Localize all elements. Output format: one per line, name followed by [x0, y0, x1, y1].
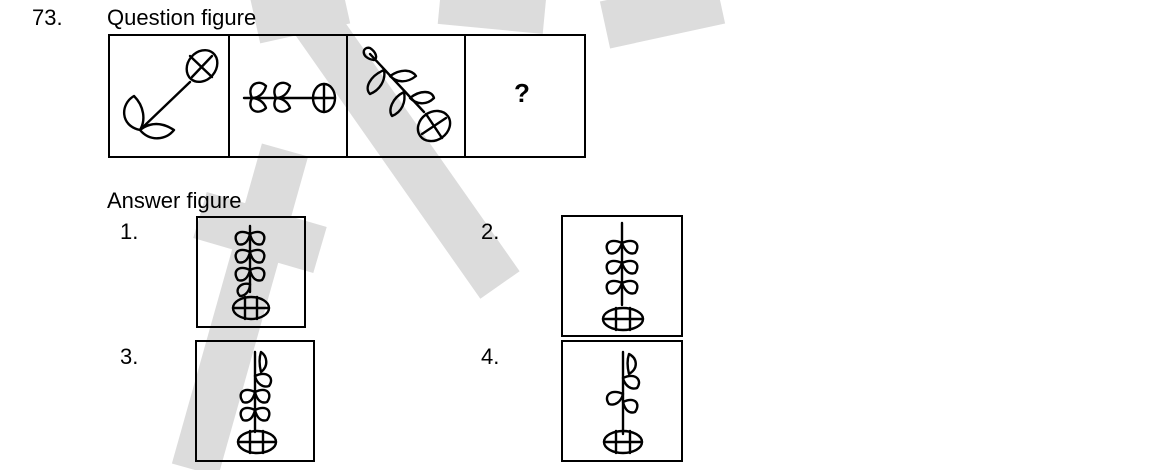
answer-option-2[interactable] — [561, 215, 683, 337]
option-label-3: 3. — [120, 344, 139, 369]
answer-option-3[interactable] — [195, 340, 315, 462]
flower-stem-figure — [242, 81, 337, 114]
question-panel-1 — [108, 34, 230, 158]
question-number: 73. — [32, 5, 63, 30]
option-label-1: 1. — [120, 219, 139, 244]
option-label-2: 2. — [481, 219, 500, 244]
flower-stem-figure — [601, 221, 645, 332]
option-label-4: 4. — [481, 344, 500, 369]
flower-stem-figure — [123, 48, 219, 140]
question-panel-3 — [346, 34, 466, 158]
answer-option-1[interactable] — [196, 216, 306, 328]
question-panel-missing: ? — [464, 34, 586, 158]
flower-stem-figure — [362, 46, 452, 143]
flower-stem-figure — [602, 350, 644, 455]
missing-figure-mark: ? — [514, 78, 530, 108]
answer-figure-title: Answer figure — [107, 188, 242, 213]
question-panel-2 — [228, 34, 348, 158]
question-figure-title: Question figure — [107, 5, 257, 30]
answer-option-4[interactable] — [561, 340, 683, 462]
flower-stem-figure — [236, 350, 278, 455]
flower-stem-figure — [231, 224, 271, 321]
